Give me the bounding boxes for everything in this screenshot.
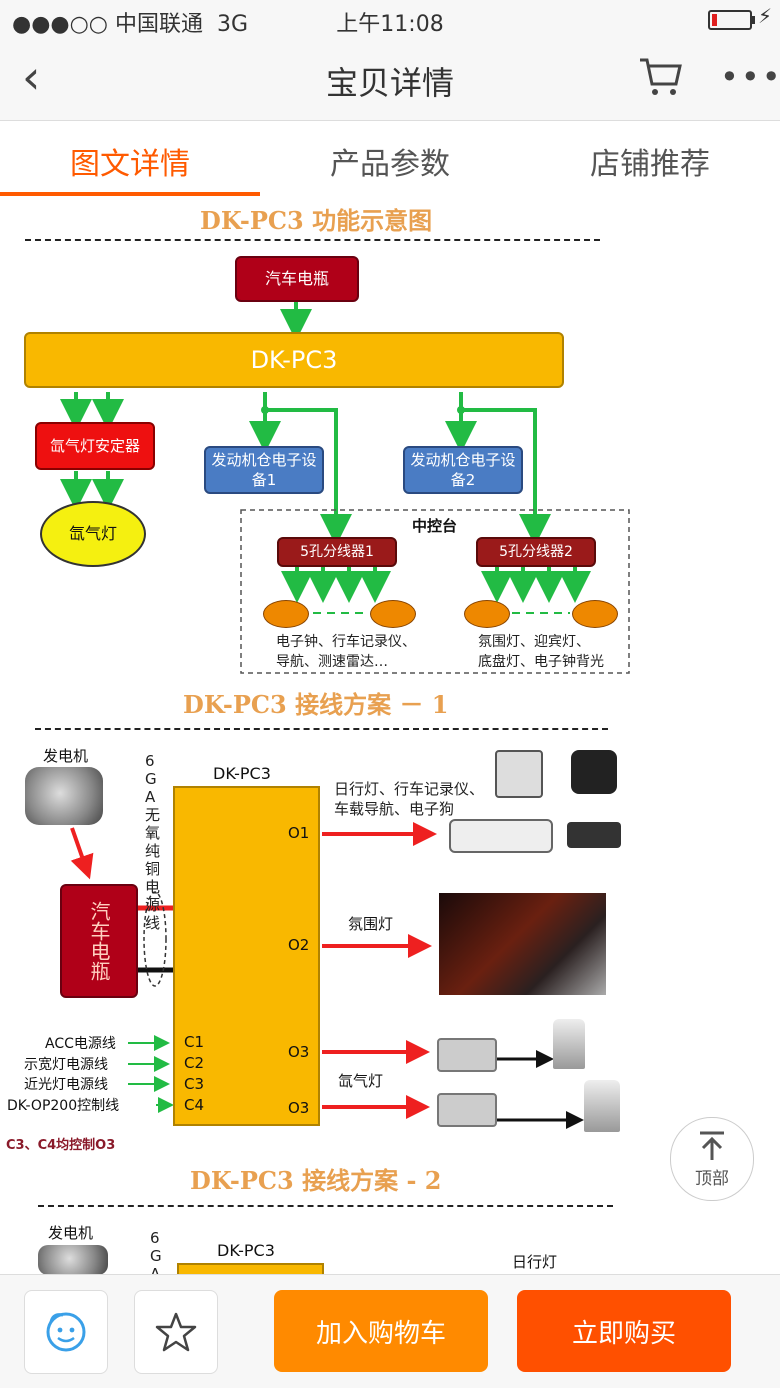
dk-pc3-device-box [177,1263,324,1274]
generator-label: 发电机 [43,747,89,765]
charging-icon: ⚡ [758,4,773,28]
splitter2-box: 5孔分线器2 [476,537,596,567]
favorite-button[interactable] [134,1290,218,1374]
xenon-ballast-box: 氙气灯安定器 [35,422,155,470]
input-c4: C4 [184,1096,205,1114]
radar-detector-image [567,822,621,848]
output-o1: O1 [288,824,310,842]
engine-device2-box: 发动机仓电子设备2 [403,446,523,494]
diagram1-title: DK-PC3 功能示意图 [200,206,433,235]
output-o3: O3 [288,1043,310,1061]
device-label: DK-PC3 [217,1241,275,1260]
input-c2: C2 [184,1054,205,1072]
xenon-bulb-image [553,1019,585,1069]
ambient-light-image [439,893,606,995]
add-to-cart-button[interactable]: 加入购物车 [274,1290,488,1372]
cable-label: 6GA无氧纯铜电源线 [145,752,161,932]
xenon-ballast-image [437,1093,497,1127]
output-o2: O2 [288,936,310,954]
xenon-lamp-ellipse: 氙气灯 [40,501,146,567]
dashcam-image [571,750,617,794]
active-tab-indicator [0,192,260,196]
buy-now-button[interactable]: 立即购买 [517,1290,731,1372]
input-c3: C3 [184,1075,205,1093]
customer-service-icon [46,1312,86,1352]
generator-image [38,1245,108,1274]
xenon-bulb-image [584,1080,620,1132]
page-title: 宝贝详情 [325,64,454,102]
star-icon [155,1312,197,1352]
carrier-signal: ●●●○○ 中国联通 3G [12,12,249,37]
tab-product-params[interactable]: 产品参数 [330,147,450,182]
arrow-up-icon [700,1131,724,1160]
console-label: 中控台 [412,517,458,535]
detail-tabs: 图文详情 产品参数 店铺推荐 [0,121,780,198]
battery-icon [708,10,755,30]
console-desc2: 氛围灯、迎宾灯、底盘灯、电子钟背光 [478,634,604,670]
car-battery-box: 汽车电瓶 [60,884,138,998]
dk-pc3-main-box: DK-PC3 [24,332,564,388]
customer-service-button[interactable] [24,1290,108,1374]
divider [35,728,608,730]
position-light-wire-label: 示宽灯电源线 [24,1057,108,1073]
car-battery-box: 汽车电瓶 [235,256,359,302]
tab-graphic-detail[interactable]: 图文详情 [70,147,190,182]
console-desc1: 电子钟、行车记录仪、导航、测速雷达… [276,634,416,670]
xenon-ballast-image [437,1038,497,1072]
back-chevron-icon[interactable]: ‹ [22,50,41,104]
divider [25,239,600,241]
cable-label: 6GA无 [150,1229,162,1274]
navigator-image [495,750,543,798]
device-label: DK-PC3 [213,764,271,783]
o1-description: 日行灯 [512,1253,558,1271]
back-to-top-label: 顶部 [695,1169,729,1189]
divider [38,1205,613,1207]
output-dot [370,600,416,628]
o2-description: 氛围灯 [348,915,394,933]
diagram3-title: DK-PC3 接线方案 - 2 [190,1166,442,1195]
engine-device1-box: 发动机仓电子设备1 [204,446,324,494]
control-note: C3、C4均控制O3 [6,1138,116,1153]
generator-image [25,767,103,825]
diagram2-title: DK-PC3 接线方案 － 1 [183,690,449,719]
tab-store-recommend[interactable]: 店铺推荐 [590,147,710,182]
back-to-top-button[interactable]: 顶部 [670,1117,754,1201]
more-icon[interactable]: ••• [720,58,780,96]
clock: 上午11:08 [336,12,444,37]
output-dot [572,600,618,628]
product-detail-image: DK-PC3 功能示意图 汽车电瓶 DK-PC3 氙气灯安定器 氙气灯 发动机仓… [0,197,780,1274]
generator-label: 发电机 [48,1224,94,1242]
output-o3-second: O3 [288,1099,310,1117]
status-bar: ●●●○○ 中国联通 3G 上午11:08 ⚡ [0,0,780,40]
daytime-light-image [449,819,553,853]
bottom-action-bar: 加入购物车 立即购买 [0,1274,780,1388]
output-dot [464,600,510,628]
cart-icon[interactable] [638,56,682,102]
diagram-connectors [60,302,630,1129]
o1-description: 日行灯、行车记录仪、车载导航、电子狗 [334,780,485,818]
nav-bar: ‹ 宝贝详情 ••• [0,40,780,121]
splitter1-box: 5孔分线器1 [277,537,397,567]
output-dot [263,600,309,628]
low-beam-wire-label: 近光灯电源线 [24,1077,108,1093]
network-type: 3G [216,12,249,37]
acc-wire-label: ACC电源线 [45,1036,116,1052]
dk-pc3-device-box [173,786,320,1126]
control-wire-label: DK-OP200控制线 [7,1098,120,1114]
input-c1: C1 [184,1033,205,1051]
o3-description: 氙气灯 [338,1072,384,1090]
